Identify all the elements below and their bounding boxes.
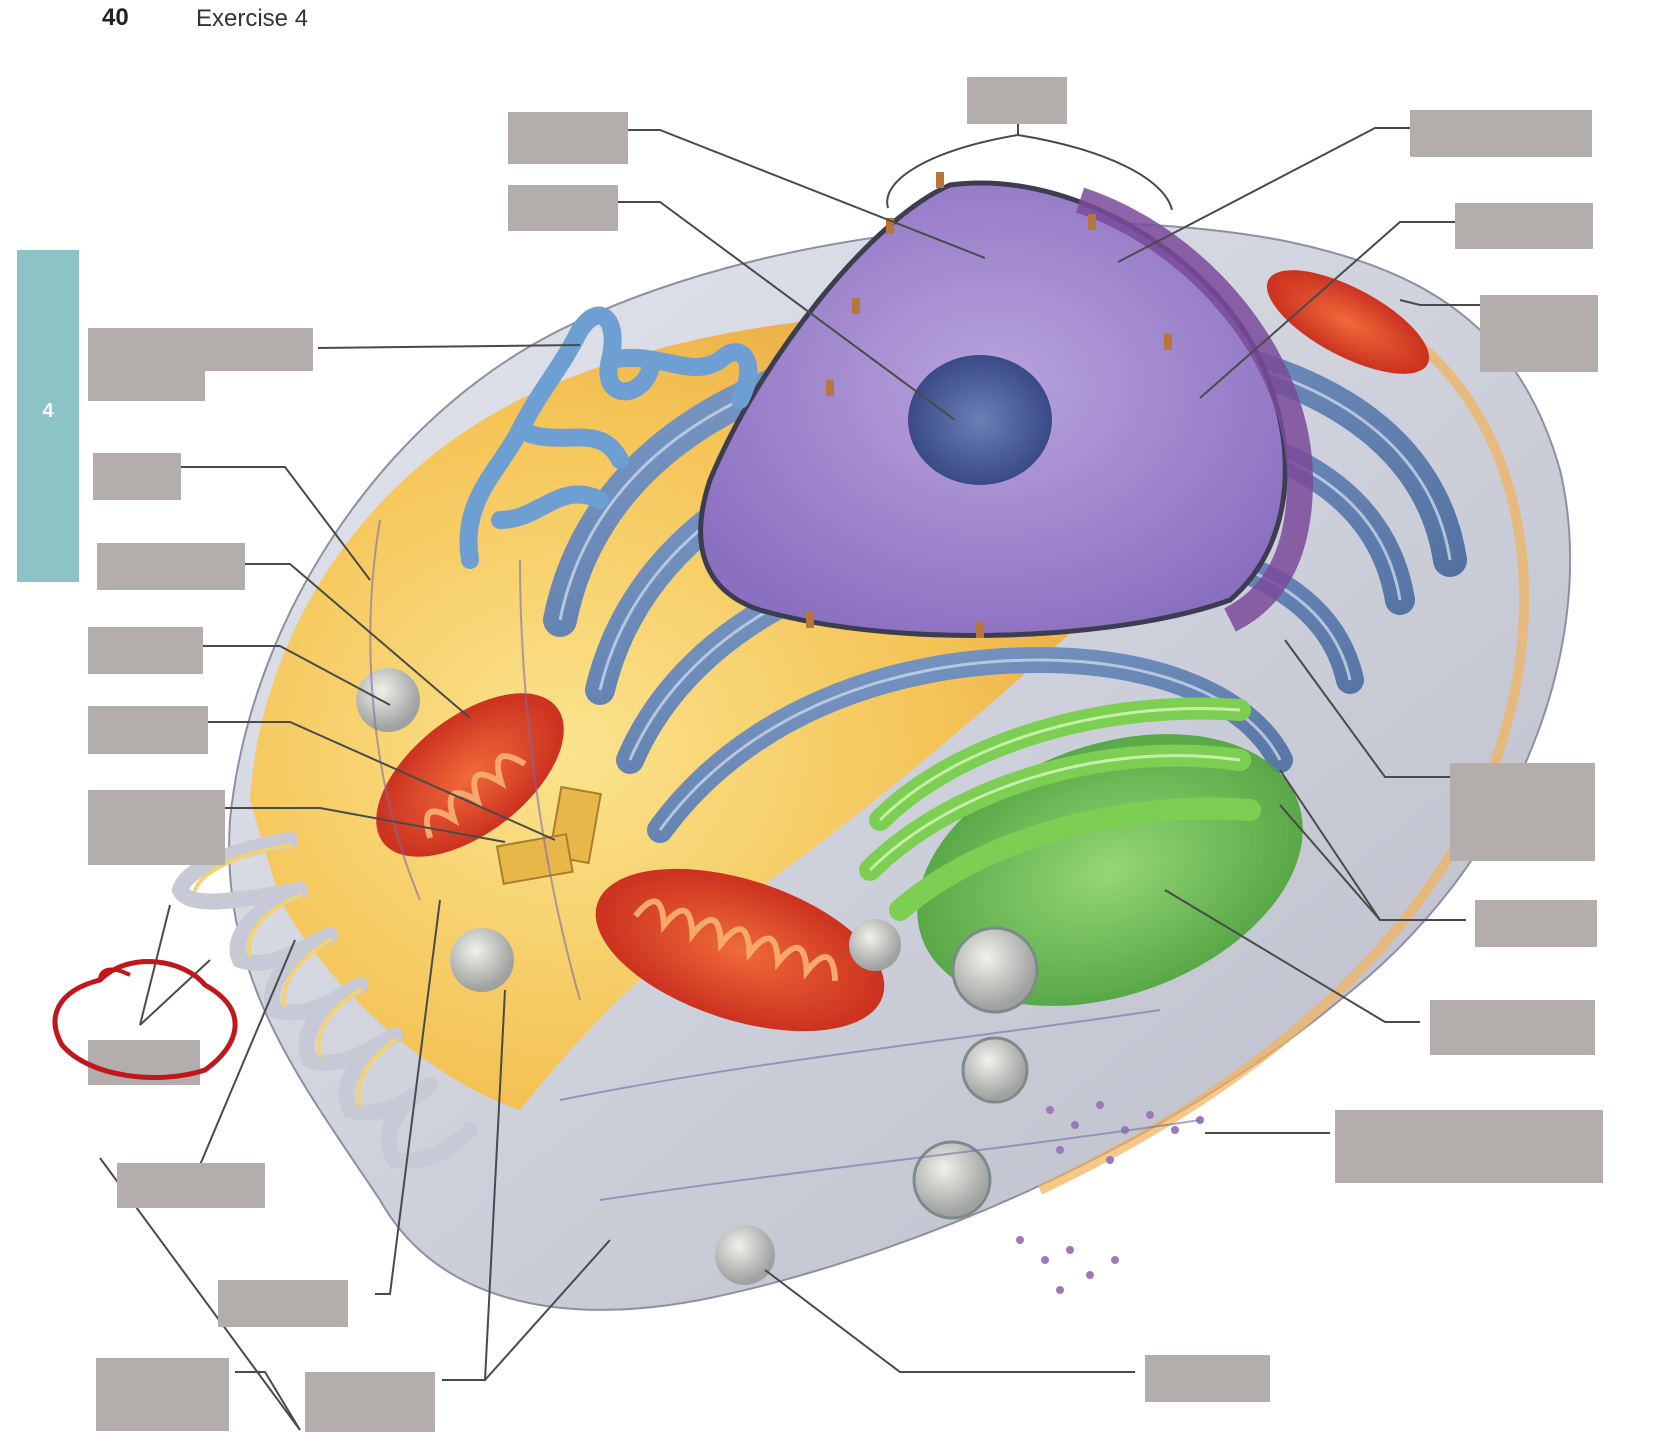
label-box-21: [96, 1358, 229, 1431]
label-box-5: [1455, 203, 1593, 249]
label-box-4: [1410, 110, 1592, 157]
smooth-er: [459, 306, 758, 569]
nuclear-pores: [806, 172, 1172, 638]
red-annotation-tail: [98, 967, 131, 981]
exercise-title: Exercise 4: [196, 5, 309, 32]
mitochondrion-right: [1266, 270, 1430, 374]
label-box-3: [508, 185, 618, 231]
label-box-16: [1335, 1110, 1603, 1183]
chapter-tab: 4: [17, 250, 79, 582]
leader-lines: [99, 120, 1480, 1431]
microvilli-core: [193, 843, 397, 1107]
vesicles: [356, 668, 1039, 1285]
cytoskeleton: [369, 519, 1201, 1201]
label-box-1: [967, 77, 1067, 124]
label-box-19: [218, 1280, 348, 1327]
microvilli: [171, 832, 478, 1169]
nuclear-envelope-outer: [1075, 187, 1314, 632]
edge-marks: [1648, 100, 1658, 200]
label-box-22: [305, 1372, 435, 1432]
label-box-10: [88, 627, 203, 674]
label-box-12: [88, 790, 225, 865]
mitochondrion-lower: [595, 868, 885, 1032]
page-number: 40: [102, 4, 129, 31]
label-box-15: [1430, 1000, 1595, 1055]
label-box-2: [508, 112, 628, 164]
mitochondrion-upper: [376, 693, 564, 857]
page-header: 40 Exercise 4: [0, 0, 1668, 60]
label-box-7: [88, 328, 313, 371]
label-box-13: [1450, 763, 1595, 861]
label-box-8: [93, 453, 181, 500]
nucleolus: [908, 355, 1052, 485]
secretion-granules: [1016, 1101, 1204, 1294]
red-annotation-circle: [52, 959, 238, 1080]
label-box-11: [88, 706, 208, 754]
label-box-14: [1475, 900, 1597, 947]
centrioles: [495, 785, 602, 885]
label-box-20: [1145, 1355, 1270, 1402]
label-box-9: [97, 543, 245, 590]
label-boxes: [88, 77, 1603, 1432]
label-box-7b: [88, 365, 205, 401]
label-box-6: [1480, 295, 1598, 372]
label-box-18: [117, 1163, 265, 1208]
chapter-tab-number: 4: [42, 400, 54, 422]
